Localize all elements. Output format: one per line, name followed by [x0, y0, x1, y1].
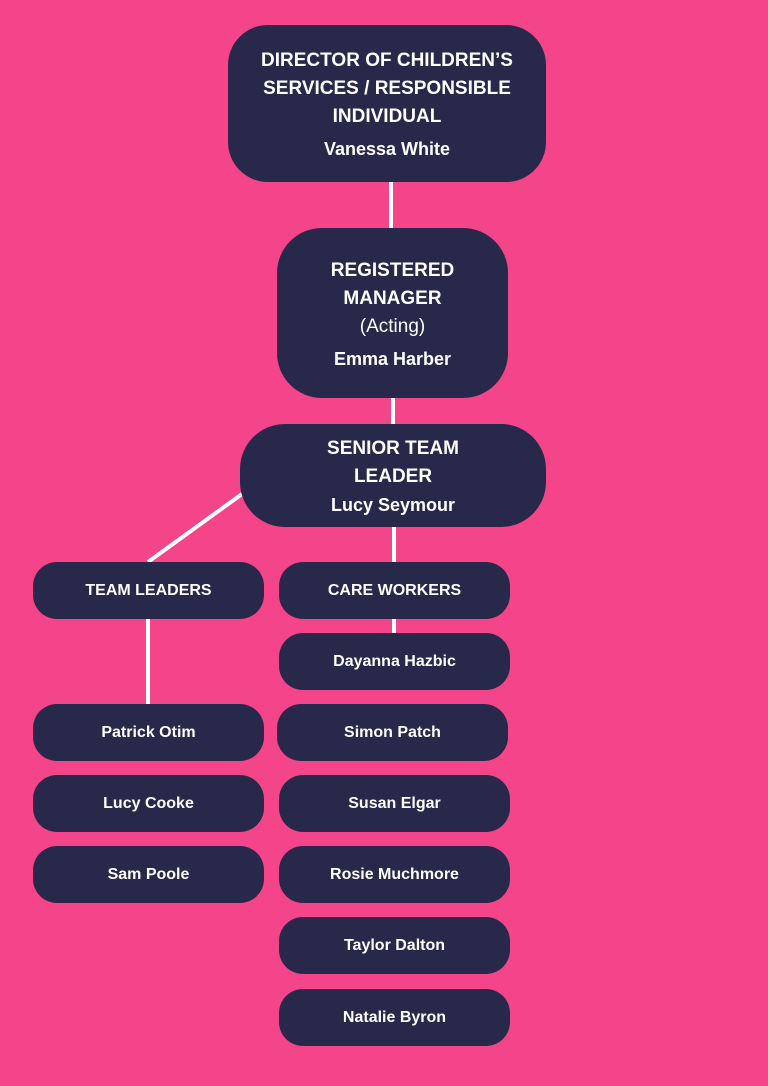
manager-title-2: MANAGER — [343, 287, 442, 309]
team-leader-item: Patrick Otim — [33, 704, 264, 761]
senior-name: Lucy Seymour — [330, 495, 456, 515]
care-worker-item: Taylor Dalton — [279, 917, 510, 974]
director-name: Vanessa White — [323, 139, 451, 159]
senior-title-1: SENIOR TEAM — [327, 438, 459, 459]
connector-senior-team-leaders — [146, 492, 244, 564]
manager-title-1: REGISTERED — [330, 259, 455, 281]
care-workers-header: CARE WORKERS — [279, 562, 510, 619]
senior-box: SENIOR TEAM LEADER Lucy Seymour — [240, 424, 546, 527]
director-box: DIRECTOR OF CHILDREN’S SERVICES / RESPON… — [228, 25, 546, 182]
care-worker-item: Simon Patch — [277, 704, 508, 761]
senior-title-2: LEADER — [353, 466, 433, 487]
care-worker-item: Susan Elgar — [279, 775, 510, 832]
director-title-1: DIRECTOR OF CHILDREN’S — [261, 50, 513, 71]
director-title-2: SERVICES / RESPONSIBLE — [263, 78, 511, 99]
manager-name: Emma Harber — [333, 348, 452, 369]
care-worker-item: Natalie Byron — [279, 989, 510, 1046]
team-leader-item: Sam Poole — [33, 846, 264, 903]
manager-title-3: (Acting) — [359, 315, 426, 337]
team-leader-item: Lucy Cooke — [33, 775, 264, 832]
care-worker-item: Rosie Muchmore — [279, 846, 510, 903]
director-title-3: INDIVIDUAL — [332, 106, 442, 127]
manager-box: REGISTERED MANAGER (Acting) Emma Harber — [277, 228, 508, 398]
team-leaders-header: TEAM LEADERS — [33, 562, 264, 619]
care-worker-item: Dayanna Hazbic — [279, 633, 510, 690]
